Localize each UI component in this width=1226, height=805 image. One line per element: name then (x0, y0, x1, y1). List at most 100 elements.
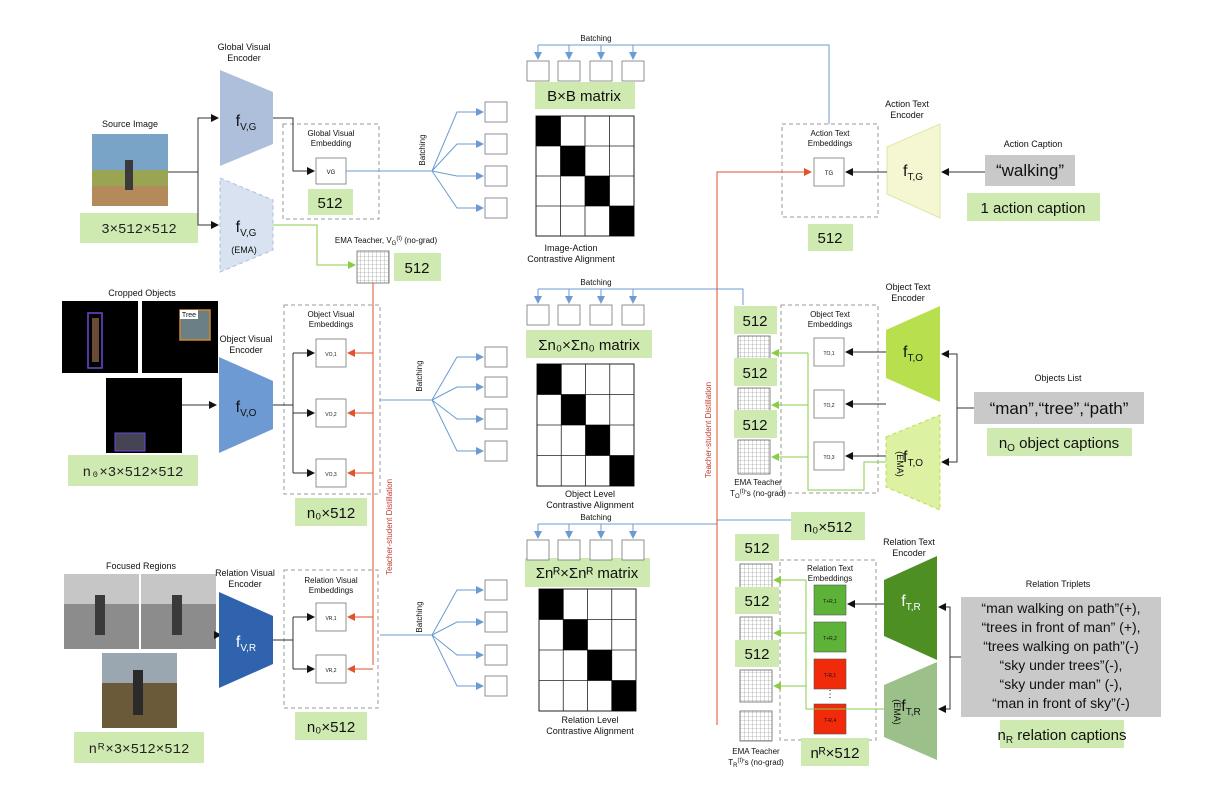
object-text-vector-label: TO,2 (823, 403, 834, 409)
relation-text-embedding-title-2: Embeddings (808, 574, 852, 583)
global-ema-suffix: (EMA) (231, 245, 257, 255)
ema-dim-box (394, 253, 441, 281)
objects-to-ema-arrow (941, 408, 958, 466)
relation-embedding-title-1: Relation Visual (304, 576, 357, 585)
action-embedding-title-2: Embeddings (808, 139, 852, 148)
batch-slot (526, 304, 550, 326)
src-to-ema-arrow (197, 172, 219, 229)
ema-teacher-grid (356, 250, 390, 284)
batch-slot (557, 304, 581, 326)
matrix-diagonal-cell (585, 425, 610, 456)
cropped-object-man (62, 301, 138, 373)
batch-arrow (431, 634, 484, 690)
rel-teacher-dim: 512 (744, 593, 769, 610)
batch-slot (484, 440, 508, 462)
batch-arrow (431, 399, 484, 423)
triplet-lines: “man walking on path”(+),“trees in front… (981, 600, 1140, 711)
ema-to-teacher-arrow (273, 224, 356, 269)
relation-text-vector-label: T-R,1 (824, 673, 836, 679)
relation-text-ema-encoder (884, 662, 937, 760)
triplets-title: Relation Triplets (1026, 579, 1091, 589)
object-text-encoder-title-1: Object Text (886, 282, 931, 292)
batch-slot (484, 133, 508, 155)
batching-label: Batching (580, 34, 611, 43)
relation-dim: n₀×512 (307, 719, 355, 736)
relation-count-box (1000, 720, 1124, 748)
tg-vector-label: TG (825, 171, 834, 177)
source-dims: 3×512×512 (101, 222, 177, 238)
batch-slot (589, 60, 613, 82)
global-to-vg-arrow (273, 117, 315, 175)
ema-feed-line (807, 353, 886, 491)
focused-region-2 (141, 574, 216, 649)
batch-slot (621, 304, 645, 326)
relation-encoder-title-2: Encoder (228, 579, 262, 589)
object-visual-encoder (219, 357, 273, 453)
crop-tag-tree: Tree (182, 312, 196, 319)
action-text-encoder-title-2: Encoder (890, 110, 924, 120)
cropped-object-path (106, 378, 182, 453)
relation-count: nR relation captions (998, 727, 1127, 746)
right-distill-label: Teacher-student Distillation (704, 382, 713, 478)
relation-text-vector (813, 584, 847, 616)
batch-arrow (431, 586, 484, 636)
global-ema-encoder (219, 177, 274, 273)
batch-slot (557, 60, 581, 82)
object-vector-label: VO,2 (325, 412, 337, 418)
triplet-line: “man in front of sky”(-) (992, 695, 1130, 711)
triplet-line: “sky under trees”(-), (1000, 657, 1123, 673)
rel-teacher-dim: 512 (744, 540, 769, 557)
batch-arrow (431, 383, 484, 401)
global-encoder-title-2: Encoder (227, 53, 261, 63)
batch-slot (484, 346, 508, 368)
relation-vector (315, 654, 347, 684)
batch-slot (484, 376, 508, 398)
relation-embedding-group (283, 569, 379, 709)
rel-text-dim-box (801, 738, 869, 766)
object-vector (315, 398, 347, 428)
ema-teacher-label: EMA Teacher, VG(t) (no-grad) (335, 236, 438, 247)
action-dim-box (808, 224, 853, 251)
batch-slot (526, 60, 550, 82)
global-embedding-title-2: Embedding (311, 139, 351, 148)
relation-level-1: Relation Level (561, 715, 618, 725)
obj-text-dim: n₀×512 (804, 519, 852, 536)
crop-dims-box (68, 455, 198, 486)
rel-text-dim: nᴿ×512 (811, 745, 860, 762)
objects-to-enc-arrow (941, 350, 974, 409)
rel-teacher-dim-box (735, 534, 779, 561)
object-text-vector (813, 389, 845, 419)
batch-arrow (431, 399, 484, 455)
rel-teacher-grid (739, 669, 773, 703)
rel-teacher-dim-box (735, 640, 779, 667)
action-caption-box (985, 155, 1075, 186)
bb-matrix-label: B×B matrix (547, 88, 621, 105)
batching-label: Batching (580, 513, 611, 522)
batching-label: Batching (415, 360, 424, 391)
relation-text-encoder-title-2: Encoder (892, 548, 926, 558)
batch-slot (484, 644, 508, 666)
relation-text-encoder (884, 556, 937, 660)
action-text-encoder (886, 123, 941, 219)
object-vector-label: VO,3 (325, 472, 337, 478)
action-batch-link (633, 44, 830, 124)
matrix-diagonal-cell (536, 116, 561, 146)
triplet-line: “sky under man” (-), (1000, 676, 1123, 692)
relation-vector-label: VR,1 (325, 616, 336, 622)
batch-arrow (431, 618, 484, 636)
object-batch-link (633, 288, 744, 305)
batch-slot (557, 539, 581, 561)
rel-ema-feed-line (805, 580, 884, 710)
cropped-objects-title: Cropped Objects (108, 288, 176, 298)
obj-matrix-box (526, 330, 652, 358)
source-image (92, 134, 168, 206)
batch-slot (621, 60, 645, 82)
teacher-dim: 512 (742, 417, 767, 434)
ema-teacher-o-1: EMA Teacher (734, 478, 782, 487)
teacher-grid (737, 439, 771, 475)
focused-region-3 (102, 653, 177, 728)
similarity-matrices (535, 115, 637, 712)
